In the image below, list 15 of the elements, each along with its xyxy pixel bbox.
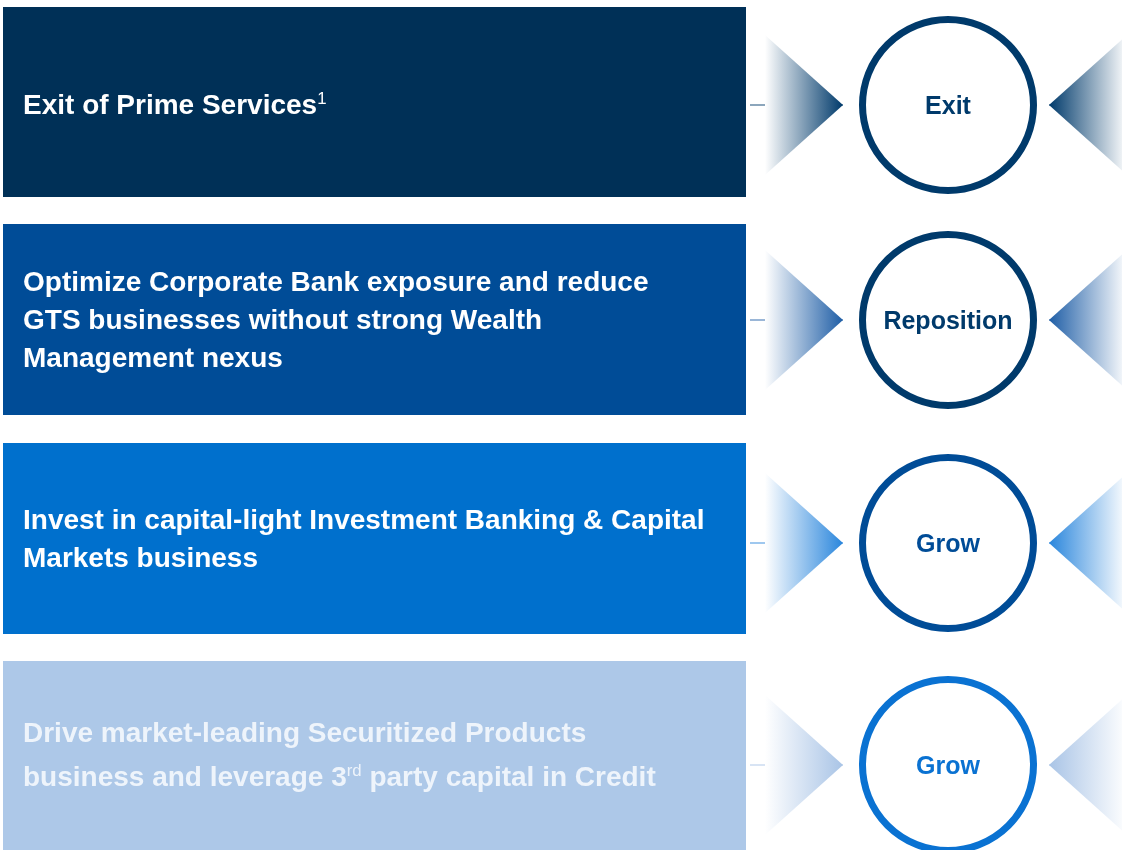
chevron-arrow [749,35,844,175]
strategy-panel [3,443,746,634]
chevron-arrow [749,250,844,390]
panel-text: Drive market-leading Securitized Products business and leverage 3$^{rd}$ party capital in Credit [23,716,657,795]
status-label: Grow [916,528,980,558]
panel-text: Invest in capital-light Investment Banking & Capital Markets business [23,502,706,575]
panel-text: Exit of Prime Services$^{1}$ [23,87,327,123]
chevron-arrow [749,473,844,613]
status-label: Grow [916,750,980,780]
strategy-panel [3,7,746,197]
status-label: Exit [925,90,971,120]
strategy-panel [3,224,746,415]
strategy-panel [3,661,746,850]
panel-text: Optimize Corporate Bank exposure and reduce GTS businesses without strong Wealth Management nexus [23,264,650,375]
status-label: Reposition [883,305,1013,335]
